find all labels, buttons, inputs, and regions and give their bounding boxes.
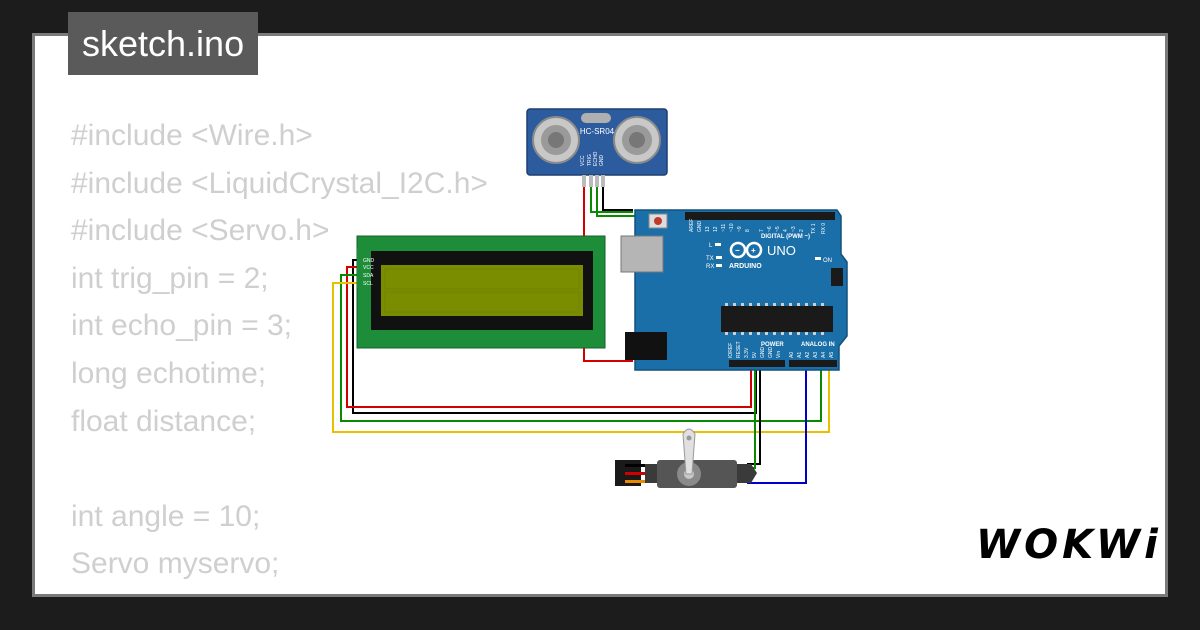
svg-text:A0: A0 <box>789 352 795 358</box>
on-label: ON <box>823 258 832 264</box>
svg-text:TRIG: TRIG <box>587 154 593 166</box>
code-line: #include <LiquidCrystal_I2C.h> <box>71 166 488 200</box>
lcd-screen <box>381 265 583 316</box>
file-tab[interactable]: sketch.ino <box>68 12 259 75</box>
svg-text:GND: GND <box>697 221 703 233</box>
code-line: #include <Servo.h> <box>71 214 330 248</box>
code-line: int trig_pin = 2; <box>71 261 269 295</box>
sensor-pins: VCC TRIG ECHO GND <box>580 151 605 166</box>
analog-label: ANALOG IN <box>801 342 835 348</box>
svg-text:RX 0: RX 0 <box>821 223 827 234</box>
wire-servo-gnd <box>747 360 761 465</box>
code-line: long echotime; <box>71 356 267 390</box>
power-jack <box>625 332 667 360</box>
svg-text:RESET: RESET <box>736 341 742 358</box>
power-header <box>729 360 785 367</box>
svg-text:4: 4 <box>783 229 789 232</box>
wire-lcd-sda <box>340 274 822 422</box>
analog-pin-labels: A0 A1 A2 A3 A4 A5 <box>789 352 835 358</box>
digital-label: DIGITAL (PWM ~) <box>761 234 810 240</box>
svg-text:Vin: Vin <box>776 351 782 358</box>
preview-card: #include <Wire.h> #include <LiquidCrystal… <box>32 33 1168 597</box>
svg-text:~9: ~9 <box>737 226 743 232</box>
svg-text:13: 13 <box>705 226 711 232</box>
sensor-label: HC-SR04 <box>580 127 615 136</box>
lcd-pins: GND VCC SDA SCL <box>357 248 375 288</box>
power-pin-labels: IOREF RESET 3.3V 5V GND GND Vin <box>728 341 782 358</box>
svg-text:GND: GND <box>599 155 605 167</box>
model-label: UNO <box>767 243 796 258</box>
svg-text:A5: A5 <box>829 352 835 358</box>
wire-sensor-trig <box>590 186 633 213</box>
digital-header <box>685 212 835 220</box>
brand-label: ARDUINO <box>729 263 762 270</box>
svg-text:5V: 5V <box>752 351 758 358</box>
svg-text:IOREF: IOREF <box>728 343 734 358</box>
power-label: POWER <box>761 342 784 348</box>
code-line: float distance; <box>71 404 257 438</box>
wire-sensor-gnd <box>602 186 633 211</box>
svg-text:A4: A4 <box>821 352 827 358</box>
svg-text:A1: A1 <box>797 352 803 358</box>
servo-motor[interactable] <box>615 428 757 488</box>
wire-lcd-scl <box>332 282 830 433</box>
led-rx-label: RX <box>706 264 714 270</box>
arduino-logo: − + <box>729 241 763 259</box>
code-line: int angle = 10; <box>71 499 261 533</box>
circuit-diagram: HC-SR04 VCC TRIG ECHO GND GND <box>332 108 848 488</box>
icsp-header <box>831 268 843 286</box>
analog-header <box>789 360 837 367</box>
code-line: Servo myservo; <box>71 547 280 581</box>
ultrasonic-sensor[interactable]: HC-SR04 VCC TRIG ECHO GND <box>526 108 668 187</box>
svg-text:A2: A2 <box>805 352 811 358</box>
svg-text:3.3V: 3.3V <box>744 347 750 358</box>
wire-lcd-vcc <box>346 266 752 408</box>
svg-text:GND: GND <box>760 347 766 359</box>
lcd-char-grid <box>384 268 580 313</box>
svg-text:12: 12 <box>713 226 719 232</box>
svg-text:SCL: SCL <box>363 281 373 287</box>
lcd-display[interactable]: GND VCC SDA SCL <box>356 235 606 349</box>
svg-text:~3: ~3 <box>791 226 797 232</box>
svg-text:SDA: SDA <box>363 273 374 279</box>
svg-text:~5: ~5 <box>775 226 781 232</box>
servo-horn[interactable] <box>682 428 696 475</box>
svg-text:GND: GND <box>768 347 774 359</box>
led-tx-label: TX <box>706 256 714 262</box>
wokwi-logo: WOKWi <box>976 522 1162 568</box>
svg-text:~6: ~6 <box>767 226 773 232</box>
code-line: int echo_pin = 3; <box>71 309 293 343</box>
svg-text:7: 7 <box>759 229 765 232</box>
led-l-label: L <box>709 243 713 249</box>
svg-text:AREF: AREF <box>689 219 695 232</box>
arduino-uno[interactable]: AREF GND 13 12 ~11 ~10 ~9 8 7 ~6 ~5 4 ~3… <box>620 209 848 371</box>
svg-text:ECHO: ECHO <box>593 151 599 166</box>
svg-text:+: + <box>751 246 756 255</box>
svg-text:VCC: VCC <box>363 265 374 271</box>
svg-text:−: − <box>735 246 740 255</box>
digital-pin-labels: AREF GND 13 12 ~11 ~10 ~9 8 7 ~6 ~5 4 ~3… <box>689 219 827 234</box>
svg-text:~10: ~10 <box>729 223 735 232</box>
svg-text:~11: ~11 <box>721 224 727 232</box>
svg-text:A3: A3 <box>813 352 819 358</box>
usb-connector <box>620 235 664 273</box>
svg-text:8: 8 <box>745 229 751 232</box>
code-line: #include <Wire.h> <box>71 119 313 152</box>
svg-text:VCC: VCC <box>580 155 586 166</box>
svg-text:TX 1: TX 1 <box>811 223 817 234</box>
microcontroller-chip <box>721 306 833 332</box>
code-preview: #include <Wire.h> #include <LiquidCrystal… <box>71 112 531 594</box>
svg-text:GND: GND <box>363 258 375 264</box>
svg-text:2: 2 <box>799 229 805 232</box>
